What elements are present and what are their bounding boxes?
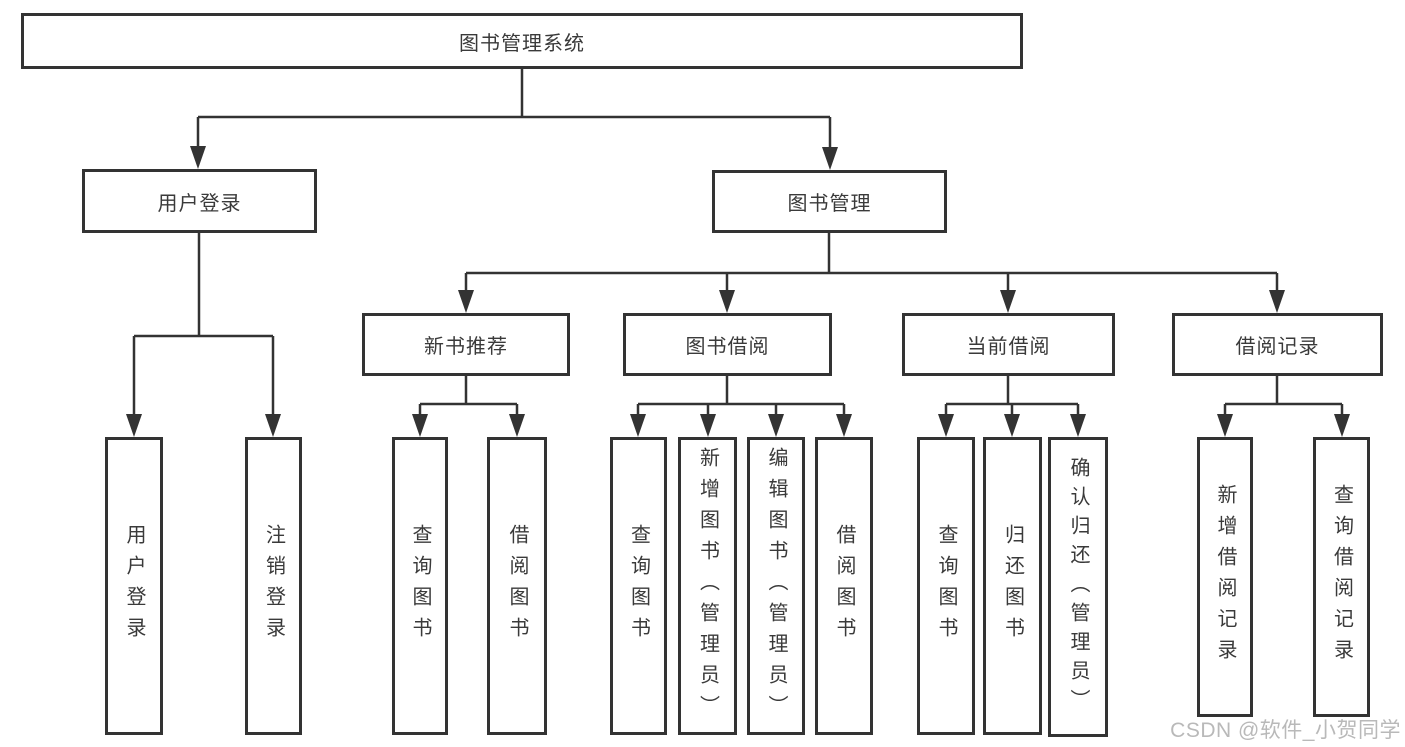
node-book-borrow-label: 图书借阅 (685, 336, 770, 358)
leaf-borrow-query-label: 查询图书 (627, 524, 650, 648)
node-root-label: 图书管理系统 (459, 32, 585, 55)
node-user-login-label: 用户登录 (157, 192, 242, 215)
leaf-borrow-book: 借阅图书 (815, 437, 873, 735)
leaf-newbook-query-label: 查询图书 (409, 524, 431, 648)
leaf-return-book-label: 归还图书 (1001, 524, 1024, 648)
leaf-newbook-borrow: 借阅图书 (487, 437, 547, 735)
node-borrow-record-label: 借阅记录 (1235, 336, 1320, 358)
leaf-logout-label: 注销登录 (262, 524, 285, 648)
leaf-borrow-book-label: 借阅图书 (833, 524, 855, 648)
node-user-login: 用户登录 (82, 169, 317, 233)
leaf-add-borrow-record: 新增借阅记录 (1197, 437, 1253, 717)
node-borrow-record: 借阅记录 (1172, 313, 1383, 376)
connector-current-borrow-to-leaves (938, 376, 1086, 437)
node-current-borrow: 当前借阅 (902, 313, 1115, 376)
node-book-management: 图书管理 (712, 170, 947, 233)
leaf-logout: 注销登录 (245, 437, 302, 735)
leaf-borrow-add-book-label: 新增图书（管理员） (696, 446, 719, 726)
leaf-user-login: 用户登录 (105, 437, 163, 735)
leaf-add-borrow-record-label: 新增借阅记录 (1214, 484, 1236, 670)
connector-root-to-level2 (190, 69, 838, 170)
leaf-borrow-query: 查询图书 (610, 437, 667, 735)
node-book-management-label: 图书管理 (787, 193, 872, 215)
node-root: 图书管理系统 (21, 13, 1023, 69)
leaf-confirm-return-label: 确认归还（管理员） (1067, 456, 1089, 718)
leaf-return-book: 归还图书 (983, 437, 1042, 735)
leaf-borrow-add-book: 新增图书（管理员） (678, 437, 737, 735)
leaf-borrow-edit-book: 编辑图书（管理员） (747, 437, 805, 735)
leaf-borrow-edit-book-label: 编辑图书（管理员） (765, 446, 787, 726)
connector-book-mgmt-to-level3 (458, 233, 1285, 313)
leaf-confirm-return: 确认归还（管理员） (1048, 437, 1108, 737)
node-new-book-recommend-label: 新书推荐 (424, 336, 508, 358)
leaf-query-borrow-record: 查询借阅记录 (1313, 437, 1370, 717)
connector-new-book-to-leaves (412, 376, 525, 437)
leaf-current-query-label: 查询图书 (935, 524, 957, 648)
leaf-newbook-borrow-label: 借阅图书 (506, 524, 528, 648)
node-current-borrow-label: 当前借阅 (966, 336, 1051, 358)
connector-user-login-to-leaves (126, 233, 281, 437)
csdn-watermark: CSDN @软件_小贺同学 (1170, 719, 1401, 742)
leaf-current-query: 查询图书 (917, 437, 975, 735)
leaf-newbook-query: 查询图书 (392, 437, 448, 735)
leaf-query-borrow-record-label: 查询借阅记录 (1330, 484, 1353, 670)
connector-book-borrow-to-leaves (630, 376, 852, 437)
leaf-user-login-label: 用户登录 (123, 524, 145, 648)
node-book-borrow: 图书借阅 (623, 313, 832, 376)
node-new-book-recommend: 新书推荐 (362, 313, 570, 376)
connector-borrow-record-to-leaves (1217, 376, 1350, 437)
